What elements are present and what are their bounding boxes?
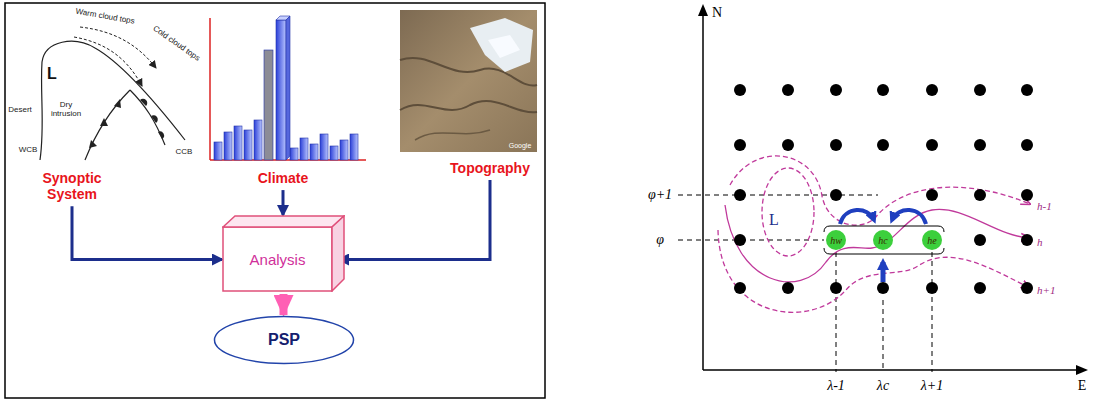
figure-label: φ+1 — [648, 187, 672, 202]
figure-label: λc — [877, 378, 889, 393]
node-text: Synoptic System — [30, 170, 114, 202]
figure-label: N — [712, 5, 722, 20]
figure-label: Google — [509, 142, 532, 150]
figure-label: L — [47, 65, 57, 83]
caption-node: Climate — [233, 170, 333, 186]
node-text: Climate — [233, 170, 333, 186]
node-text-area: Analysis — [222, 227, 333, 292]
figure-label: λ-1 — [827, 378, 845, 393]
figure-label: Cold cloud tops — [151, 25, 201, 64]
figure-label: h+1 — [1037, 284, 1055, 296]
figure-label: Desert — [8, 106, 32, 115]
node-text: PSP — [268, 331, 300, 349]
caption-node: Topography — [435, 160, 545, 176]
figure-label: λ+1 — [921, 378, 944, 393]
analysis-box: Analysis — [222, 215, 345, 292]
figure-label: h-1 — [1037, 200, 1052, 212]
result-ellipse: PSP — [213, 315, 355, 365]
figure-label: Warm cloud tops — [75, 7, 135, 26]
figure-label: hw — [830, 235, 842, 246]
figure-label: hc — [878, 235, 887, 246]
figure-label: E — [1078, 378, 1087, 393]
flow-arrow — [280, 294, 288, 315]
figure-label: L — [769, 211, 779, 229]
node-text-area: PSP — [213, 315, 355, 365]
figure-label: φ — [656, 232, 664, 247]
figure-label: h — [1037, 236, 1043, 248]
figure-label: Dry intrusion — [46, 101, 86, 119]
figure-label: CCB — [176, 148, 193, 157]
flow-arrow — [72, 206, 222, 259]
flow-arrow — [339, 180, 490, 259]
figure-label: he — [927, 235, 936, 246]
node-text: Analysis — [250, 251, 306, 268]
node-text: Topography — [435, 160, 545, 176]
caption-node: Synoptic System — [30, 170, 114, 202]
flow-arrow — [282, 190, 285, 215]
figure-label: WCB — [19, 146, 38, 155]
